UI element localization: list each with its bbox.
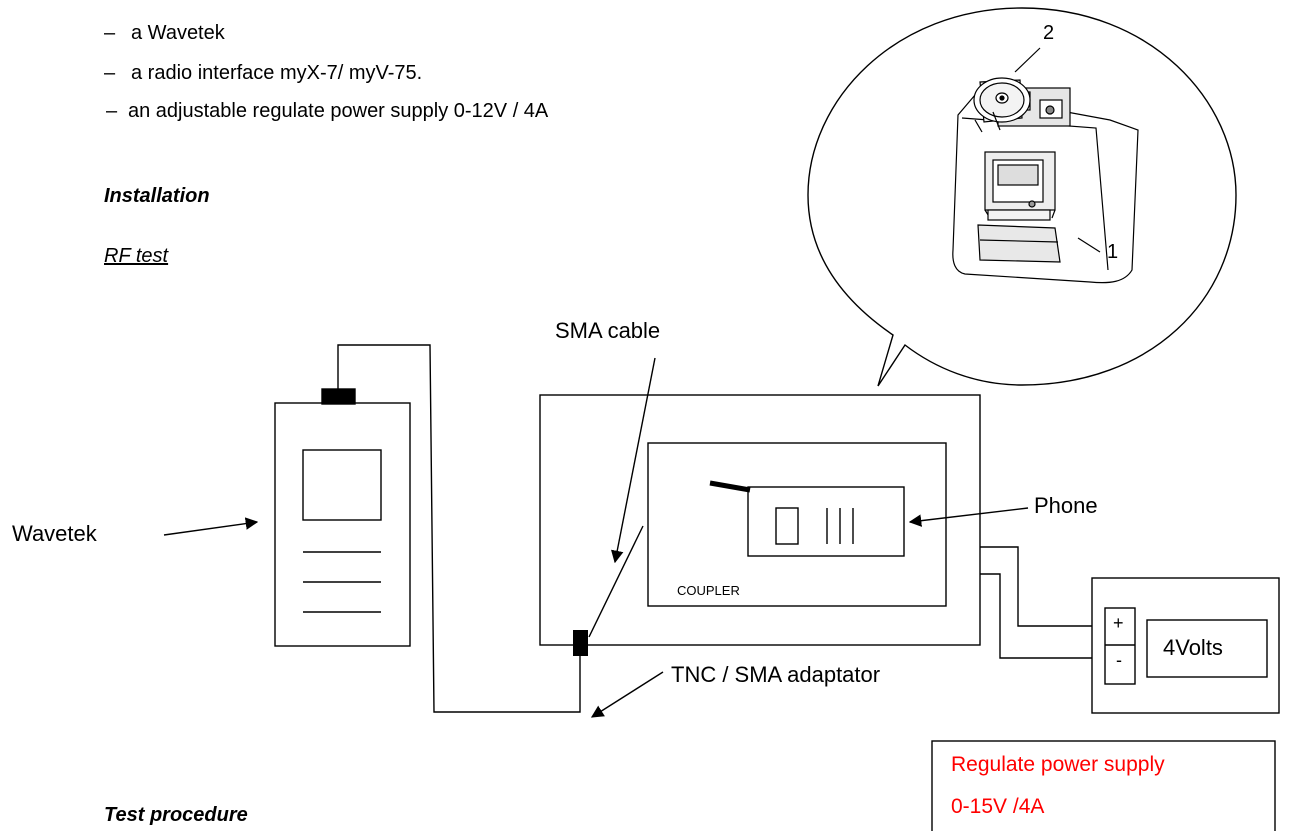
label-tnc-sma-adaptor: TNC / SMA adaptator (671, 662, 881, 687)
heading-test-procedure: Test procedure (104, 804, 248, 826)
label-minus: - (1116, 650, 1122, 670)
wavetek-device (274, 388, 411, 647)
callout-leader-1 (1077, 237, 1101, 253)
bullet-dash-2: – (104, 62, 116, 84)
bullet-text-2: a radio interface myX-7/ myV-75. (131, 62, 423, 84)
bullet-dash-1: – (104, 22, 116, 44)
power-supply (1091, 577, 1280, 714)
arrow-wavetek (163, 517, 259, 536)
bullet-dash-3: – (106, 100, 118, 122)
power-wires (980, 546, 1105, 659)
callout-number-1: 1 (1107, 241, 1119, 263)
note-line-2: 0-15V /4A (951, 795, 1045, 818)
bullet-text-3: an adjustable regulate power supply 0-12… (128, 100, 549, 122)
subheading-rf-test: RF test (104, 245, 169, 267)
label-wavetek: Wavetek (12, 521, 97, 546)
arrow-sma-cable (610, 357, 656, 564)
label-phone: Phone (1034, 493, 1098, 518)
callout-number-2: 2 (1043, 22, 1055, 44)
label-coupler: COUPLER (677, 583, 740, 598)
note-box (931, 740, 1276, 831)
heading-installation: Installation (104, 185, 210, 207)
tnc-sma-adaptor (573, 630, 588, 656)
callout-leader-2 (1014, 47, 1041, 73)
label-sma-cable: SMA cable (555, 318, 661, 343)
radio-interface-device-sketch (952, 77, 1139, 284)
arrow-phone (908, 507, 1029, 527)
phone (709, 480, 905, 557)
label-4volts: 4Volts (1163, 635, 1223, 660)
bullet-text-1: a Wavetek (131, 22, 225, 44)
arrow-tnc (590, 671, 664, 718)
label-plus: + (1113, 613, 1124, 633)
note-line-1: Regulate power supply (951, 753, 1165, 776)
rf-cable (337, 344, 581, 713)
sma-cable-line (588, 525, 644, 638)
